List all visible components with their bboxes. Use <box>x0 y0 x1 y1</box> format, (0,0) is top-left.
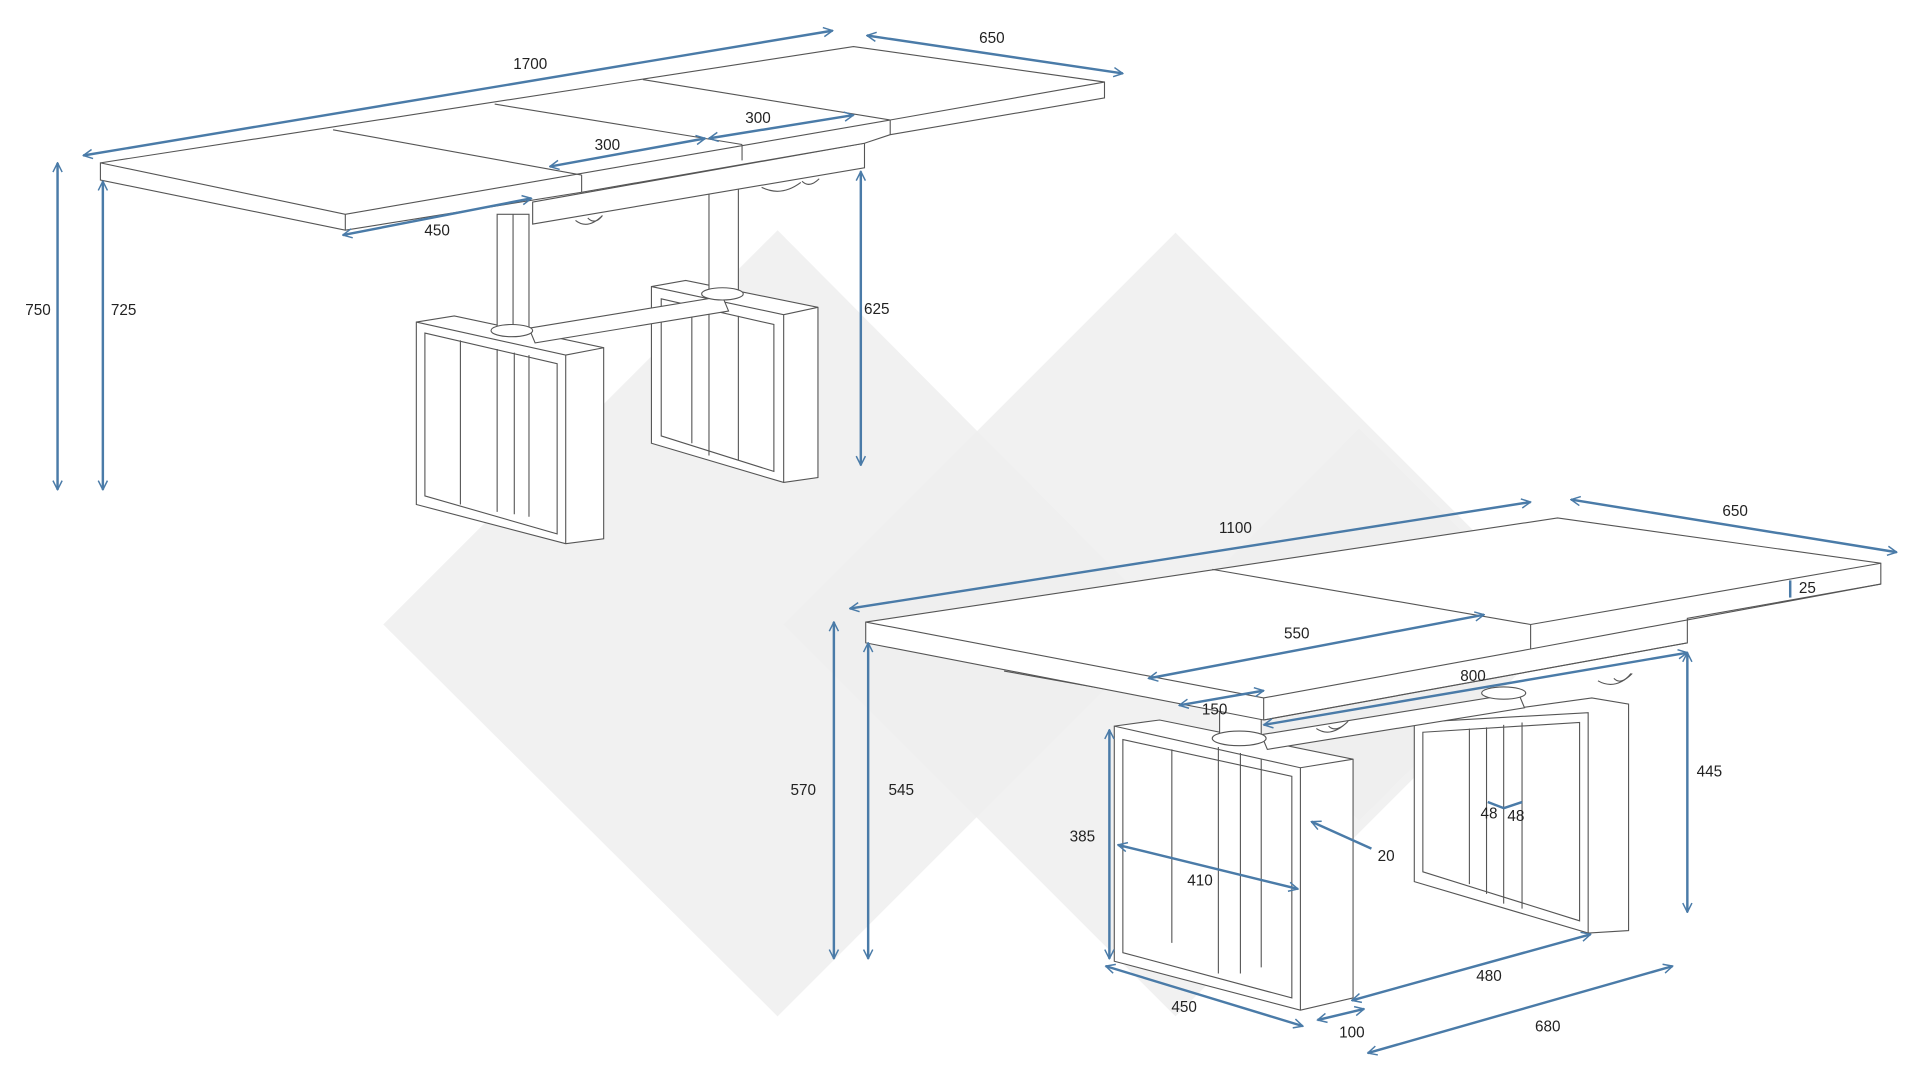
dimension-line <box>1318 1009 1365 1020</box>
dimension-label: 150 <box>1202 701 1228 718</box>
dimension-line <box>1264 653 1688 725</box>
dimension-label: 545 <box>888 782 914 799</box>
dimension-line <box>1571 500 1897 553</box>
dimension-label: 725 <box>111 302 137 319</box>
dimension-label: 1100 <box>1219 520 1252 537</box>
dimension-line <box>709 115 853 138</box>
dimension-label: 445 <box>1697 764 1723 781</box>
dimension-label: 680 <box>1535 1018 1561 1035</box>
dimension-line <box>343 198 532 235</box>
dimension-line <box>1368 966 1673 1053</box>
dimension-label: 410 <box>1187 873 1213 890</box>
dimension-line <box>1503 800 1523 810</box>
dimension-line <box>550 138 706 166</box>
dimension-label: 20 <box>1378 848 1395 865</box>
dimension-line <box>1311 822 1372 850</box>
dimension-label: 650 <box>979 30 1005 47</box>
dimension-line <box>867 36 1123 74</box>
dimension-label: 800 <box>1460 668 1486 685</box>
compact-view-dimensions: 1100 650 25 550 800 150 570 545 385 410 20 48 48 445 4… <box>790 500 1896 1053</box>
left-leg-frame <box>415 315 605 545</box>
dimension-label: 48 <box>1507 808 1524 825</box>
dimension-label: 570 <box>790 782 816 799</box>
right-leg-frame <box>650 279 819 484</box>
dimension-line <box>1149 615 1485 679</box>
crossbar <box>528 295 730 344</box>
dimension-line <box>850 502 1531 609</box>
dimension-line <box>83 31 832 156</box>
dimension-label: 450 <box>424 222 450 239</box>
dimension-line <box>1487 800 1505 810</box>
extended-table-drawing <box>99 45 1106 545</box>
extended-view-dimensions: 1700 650 300 300 450 750 725 625 <box>25 30 1123 490</box>
dimension-label: 1700 <box>513 56 547 73</box>
dimension-label: 300 <box>745 110 771 127</box>
dimension-label: 48 <box>1480 805 1497 822</box>
right-column <box>708 183 739 295</box>
dimension-label: 300 <box>595 137 621 154</box>
dimension-line <box>1179 691 1263 706</box>
dimension-line <box>1352 934 1591 1000</box>
dimension-label: 25 <box>1799 580 1816 597</box>
dimension-label: 550 <box>1284 625 1310 642</box>
dimension-label: 650 <box>1722 503 1748 520</box>
dimension-line <box>1106 966 1303 1026</box>
dimension-label: 750 <box>25 302 51 319</box>
dimension-label: 480 <box>1476 968 1502 985</box>
dimension-line <box>1118 845 1298 889</box>
dimension-label: 100 <box>1339 1025 1365 1042</box>
dimension-label: 450 <box>1171 999 1197 1016</box>
dimension-label: 625 <box>864 301 890 318</box>
dimension-label: 385 <box>1070 829 1096 846</box>
